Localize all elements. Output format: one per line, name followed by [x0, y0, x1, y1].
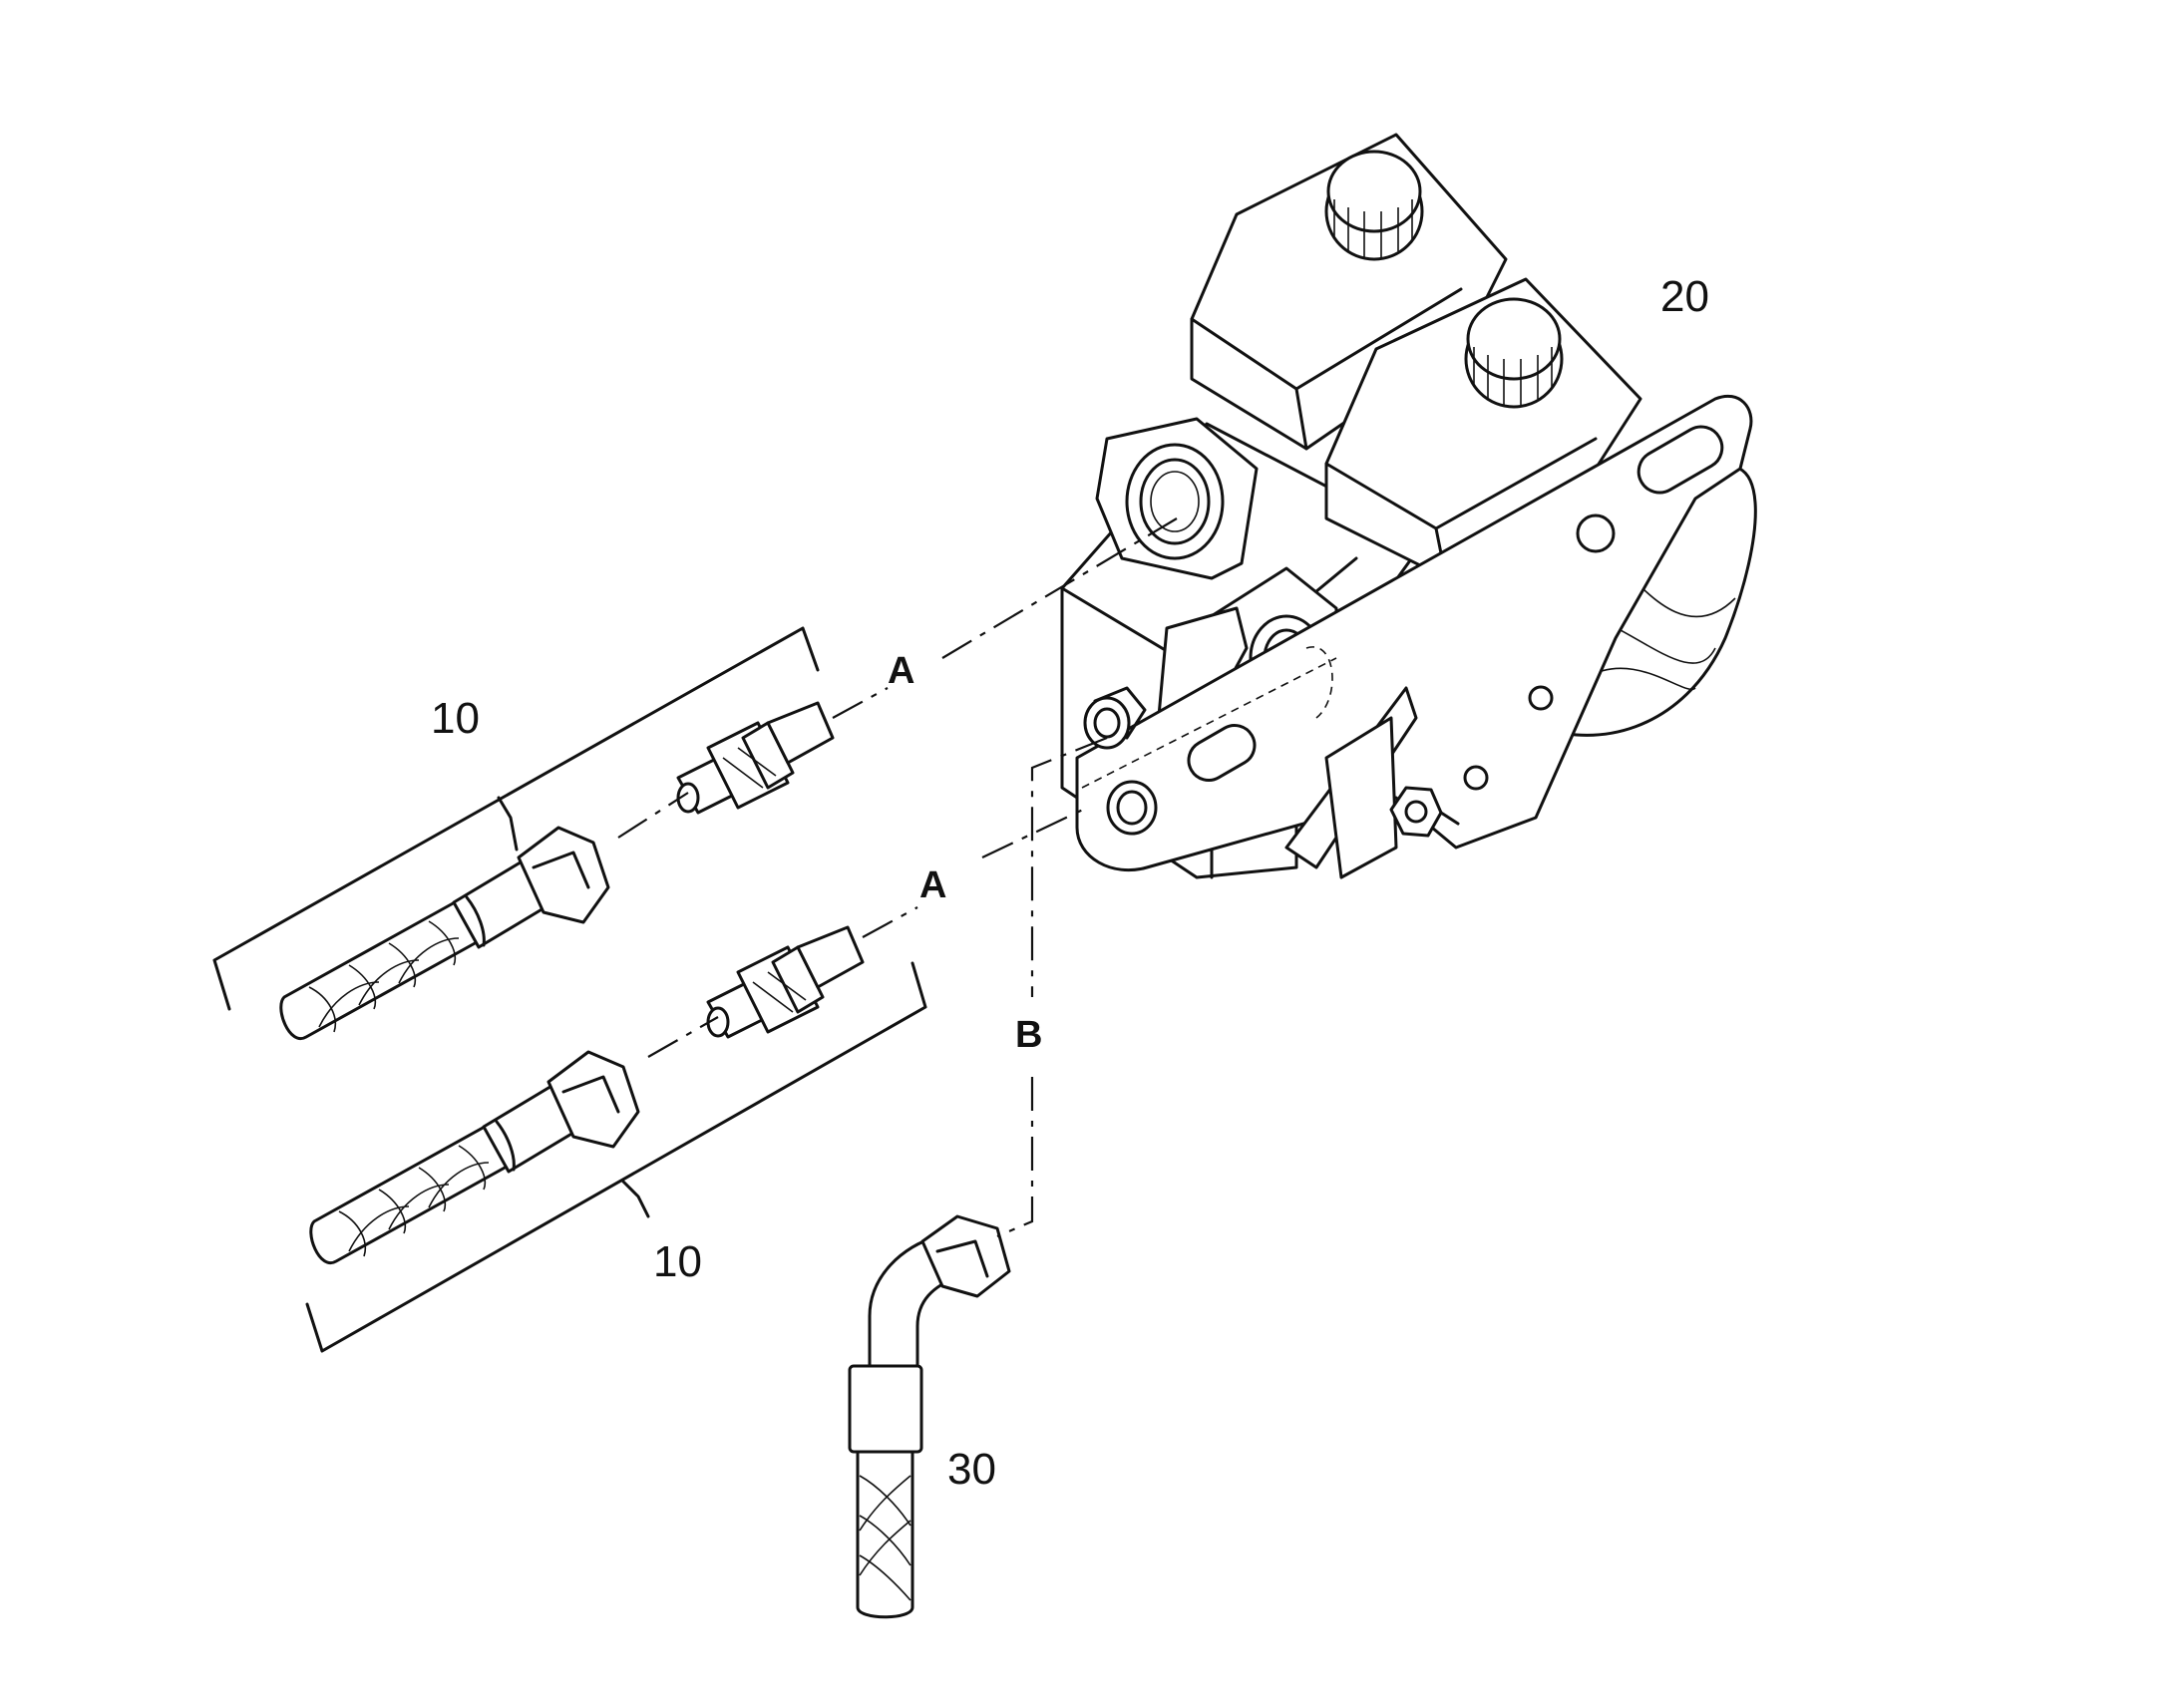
- connection-lines: [617, 517, 1178, 1238]
- group-bracket-upper: [212, 626, 820, 1011]
- connection-label-a-lower: A: [919, 864, 946, 906]
- connection-label-b: B: [1015, 1014, 1042, 1056]
- elbow-hose-assembly: [848, 1214, 1011, 1619]
- bracket-bolt: [1389, 786, 1460, 838]
- part-label-30: 30: [947, 1445, 996, 1494]
- part-label-20: 20: [1660, 272, 1709, 321]
- lower-hose-assembly: [309, 925, 865, 1265]
- part-label-10-upper: 10: [431, 694, 480, 743]
- part-label-10-lower: 10: [653, 1237, 702, 1286]
- valve-block-assembly: [1060, 133, 1757, 879]
- connection-label-a-upper: A: [888, 650, 914, 692]
- boss-fitting: [1083, 686, 1147, 750]
- group-bracket-lower: [305, 961, 927, 1353]
- upper-hose-assembly: [279, 701, 835, 1041]
